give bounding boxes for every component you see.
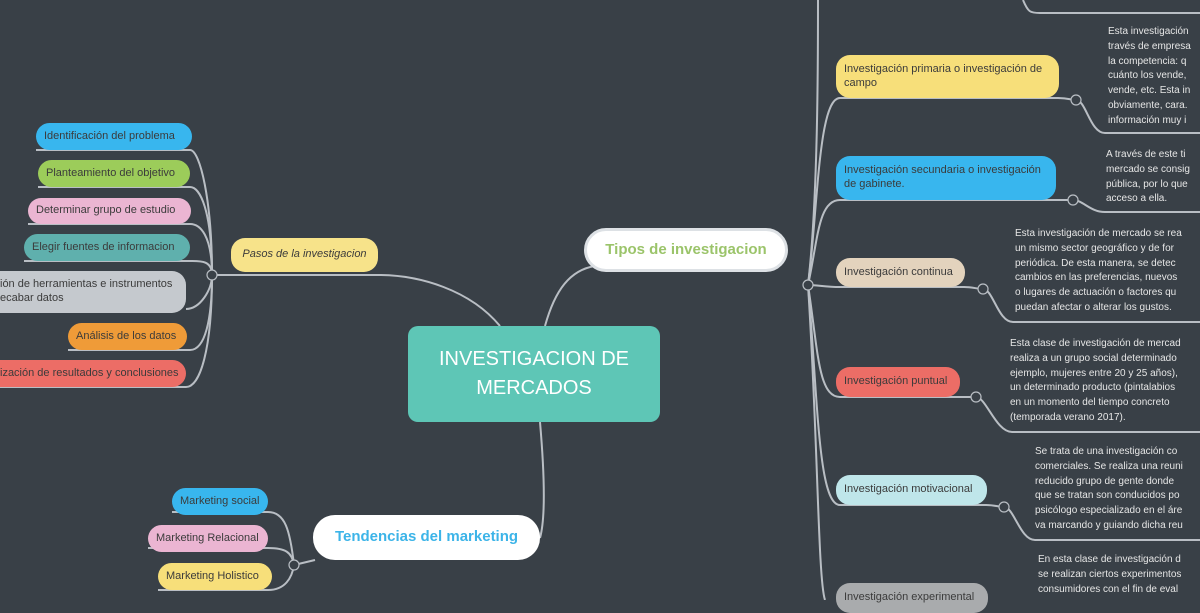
edge-root-tendencias bbox=[539, 421, 545, 539]
note-primaria: Esta investigación través de empresa la … bbox=[1108, 26, 1191, 126]
tipo-label: Investigación secundaria o investigación… bbox=[844, 164, 1041, 190]
branch-tendencias-label: Tendencias del marketing bbox=[334, 528, 519, 546]
paso-planteamiento[interactable]: Planteamiento del objetivo bbox=[38, 160, 190, 187]
tipo-continua[interactable]: Investigación continua bbox=[836, 258, 965, 287]
tipo-label: Investigación continua bbox=[844, 265, 953, 278]
hub-note-3 bbox=[977, 283, 989, 295]
hub-tipos bbox=[802, 279, 814, 291]
paso-grupo-estudio[interactable]: Determinar grupo de estudio bbox=[28, 198, 191, 224]
tendencia-label: Marketing Holistico bbox=[166, 569, 259, 582]
note-motivacional: Se trata de una investigación co comerci… bbox=[1035, 446, 1183, 531]
tipo-label: Investigación experimental bbox=[844, 591, 975, 603]
edge-tipos-1 bbox=[807, 97, 1077, 286]
paso-resultados[interactable]: ización de resultados y conclusiones bbox=[0, 360, 186, 387]
tipo-primaria[interactable]: Investigación primaria o investigación d… bbox=[836, 55, 1059, 98]
paso-label: ión de herramientas e instrumentos ecaba… bbox=[0, 278, 173, 304]
paso-label: Determinar grupo de estudio bbox=[36, 204, 176, 217]
tipo-label: Investigación primaria o investigación d… bbox=[844, 62, 1043, 89]
note-continua: Esta investigación de mercado se rea un … bbox=[1015, 228, 1182, 313]
root-label: INVESTIGACION DE MERCADOS bbox=[438, 348, 630, 399]
tendencia-holistico[interactable]: Marketing Holistico bbox=[158, 563, 272, 590]
root-node[interactable]: INVESTIGACION DE MERCADOS bbox=[408, 326, 660, 422]
branch-tipos[interactable]: Tipos de investigacion bbox=[584, 228, 788, 272]
edge-tipos-6 bbox=[807, 284, 826, 600]
tendencia-social[interactable]: Marketing social bbox=[172, 488, 268, 515]
paso-label: Identificación del problema bbox=[44, 129, 175, 142]
edge-root-tipos bbox=[544, 265, 596, 327]
tendencia-label: Marketing social bbox=[180, 494, 260, 507]
edge-pasos-7 bbox=[0, 274, 213, 388]
branch-tendencias[interactable]: Tendencias del marketing bbox=[313, 515, 540, 560]
paso-label: ización de resultados y conclusiones bbox=[0, 366, 179, 379]
hub-note-4 bbox=[970, 391, 982, 403]
paso-identificacion[interactable]: Identificación del problema bbox=[36, 123, 192, 150]
connector-lines bbox=[0, 0, 1200, 600]
edge-tend-1 bbox=[172, 511, 295, 566]
tipo-motivacional[interactable]: Investigación motivacional bbox=[836, 475, 987, 505]
paso-fuentes[interactable]: Elegir fuentes de informacion bbox=[24, 234, 190, 261]
note-secundaria: A través de este ti mercado se consig pú… bbox=[1106, 149, 1190, 205]
edge-tipos-5 bbox=[807, 284, 1005, 508]
tipo-puntual[interactable]: Investigación puntual bbox=[836, 367, 960, 397]
hub-pasos bbox=[206, 269, 218, 281]
hub-note-2 bbox=[1067, 194, 1079, 206]
tipo-secundaria[interactable]: Investigación secundaria o investigación… bbox=[836, 156, 1056, 200]
edge-pasos-5 bbox=[185, 274, 213, 310]
paso-label: Análisis de los datos bbox=[76, 329, 177, 342]
tipo-label: Investigación motivacional bbox=[844, 483, 973, 496]
note-experimental: En esta clase de investigación d se real… bbox=[1038, 554, 1182, 595]
paso-label: Planteamiento del objetivo bbox=[46, 166, 176, 179]
branch-pasos[interactable]: Pasos de la investigacion bbox=[231, 238, 378, 272]
branch-tipos-label: Tipos de investigacion bbox=[605, 240, 767, 258]
hub-note-1 bbox=[1070, 94, 1082, 106]
edge-pasos-3 bbox=[28, 223, 213, 276]
paso-herramientas[interactable]: ión de herramientas e instrumentos ecaba… bbox=[0, 271, 186, 313]
tipo-label: Investigación puntual bbox=[844, 375, 948, 388]
paso-label: Elegir fuentes de informacion bbox=[32, 240, 175, 253]
note-puntual: Esta clase de investigación de mercad re… bbox=[1010, 338, 1181, 423]
edge-note-top bbox=[1022, 0, 1200, 14]
tendencia-relacional[interactable]: Marketing Relacional bbox=[148, 525, 268, 552]
branch-pasos-label: Pasos de la investigacion bbox=[242, 248, 367, 261]
hub-note-5 bbox=[998, 501, 1010, 513]
tipo-experimental[interactable]: Investigación experimental bbox=[836, 583, 988, 613]
edge-root-pasos bbox=[212, 274, 501, 327]
paso-analisis[interactable]: Análisis de los datos bbox=[68, 323, 187, 350]
hub-tendencias bbox=[288, 559, 300, 571]
tendencia-label: Marketing Relacional bbox=[156, 531, 259, 544]
